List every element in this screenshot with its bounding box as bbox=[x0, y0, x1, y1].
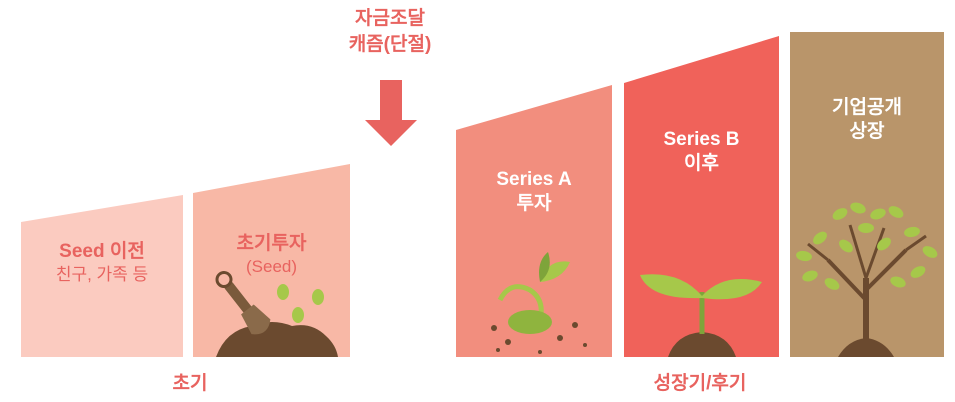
sprout-seed-icon bbox=[491, 252, 587, 354]
stage-series-b-title-line2: 이후 bbox=[684, 153, 719, 174]
stage-seed-label: Seed 이전 친구, 가족 등 bbox=[21, 240, 183, 286]
funding-gap-title-line1: 자금조달 bbox=[355, 8, 425, 29]
stage-ipo-title-line1: 기업공개 bbox=[832, 97, 902, 118]
stage-series-a-title-line1: Series A bbox=[496, 169, 572, 190]
seedling-icon bbox=[640, 274, 762, 357]
panel-series-a bbox=[456, 85, 612, 357]
funding-gap-title: 자금조달 캐즘(단절) bbox=[330, 6, 450, 58]
stage-series-b-label: Series B 이후 bbox=[624, 128, 779, 176]
stage-ipo-label: 기업공개 상장 bbox=[790, 96, 944, 144]
stage-series-a-label: Series A 투자 bbox=[456, 168, 612, 216]
stage-series-b-title-line1: Series B bbox=[663, 129, 740, 150]
panel-seed bbox=[21, 195, 183, 357]
stage-seed-title: Seed 이전 bbox=[59, 241, 145, 262]
shovel-seeds-icon bbox=[215, 271, 338, 357]
stage-ipo-title-line2: 상장 bbox=[849, 121, 885, 142]
stage-early-label: 초기투자 (Seed) bbox=[193, 232, 350, 278]
stage-early-title: 초기투자 bbox=[236, 233, 307, 254]
caption-early-phase: 초기 bbox=[172, 373, 208, 394]
stage-series-a-title-line2: 투자 bbox=[516, 193, 552, 214]
down-arrow-icon bbox=[365, 80, 417, 146]
funding-gap-title-line2: 캐즘(단절) bbox=[348, 34, 432, 55]
stage-seed-subtitle: 친구, 가족 등 bbox=[55, 265, 149, 284]
caption-growth-phase: 성장기/후기 bbox=[653, 373, 747, 394]
tree-icon bbox=[796, 202, 938, 357]
panel-early bbox=[193, 164, 350, 357]
stage-early-subtitle: (Seed) bbox=[245, 257, 298, 276]
